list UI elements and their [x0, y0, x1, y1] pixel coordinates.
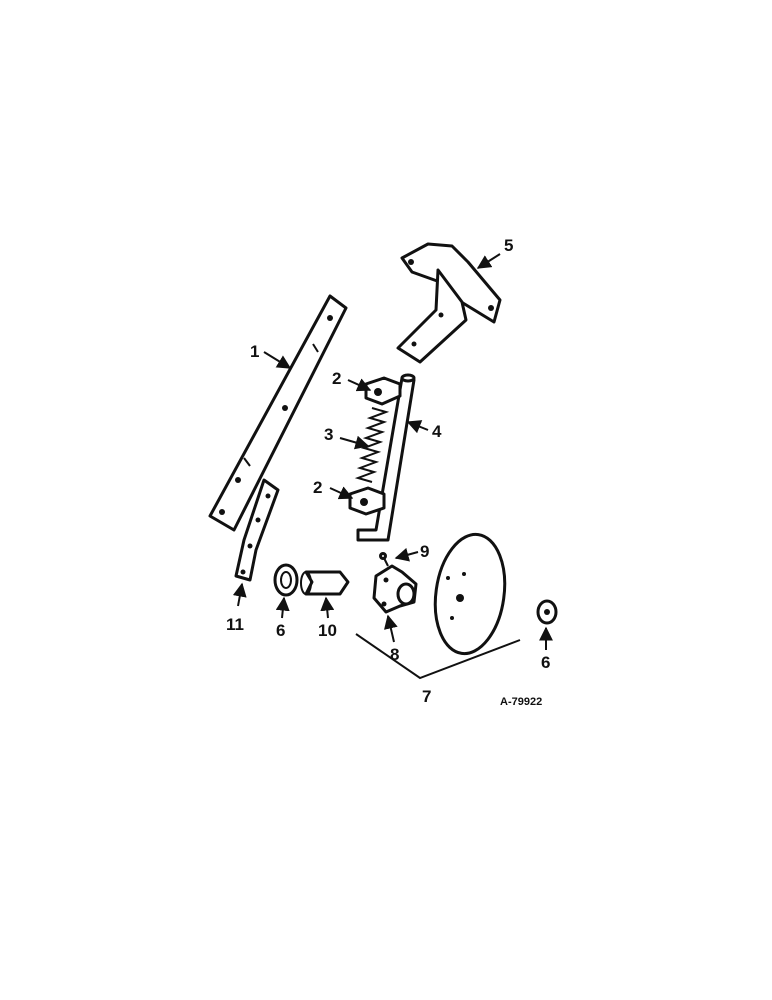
- leader-part-2-lower: [329, 486, 354, 500]
- callout-part-5: 5: [504, 236, 513, 255]
- leader-part-2-upper: [347, 378, 372, 392]
- strap-part-1: [208, 294, 348, 532]
- leader-lines: [232, 253, 553, 650]
- bracket-part-5: [396, 242, 502, 364]
- bearing-part-6-left: [273, 563, 299, 597]
- callout-part-2-lower: 2: [313, 478, 322, 497]
- spacer-part-10: [300, 570, 350, 596]
- collar-part-2-lower: [348, 486, 386, 516]
- callout-part-3: 3: [324, 425, 333, 444]
- leader-part-9: [394, 547, 419, 562]
- callout-part-7: 7: [422, 687, 431, 706]
- leader-part-4: [406, 420, 429, 434]
- callout-part-1: 1: [250, 342, 259, 361]
- leader-part-1: [263, 351, 292, 369]
- assembly-bracket-7: [355, 633, 521, 680]
- leader-part-11: [232, 582, 247, 607]
- leader-part-10: [320, 596, 335, 619]
- callout-labels: 1 2 3 2 4 5 9 11 6 10 8 7 6 A-79922: [226, 236, 550, 708]
- spring-part-3: [354, 407, 390, 483]
- leader-part-8: [384, 614, 398, 643]
- leader-part-5: [476, 253, 501, 269]
- callout-part-2-upper: 2: [332, 369, 341, 388]
- callout-part-9: 9: [420, 542, 429, 561]
- callout-part-4: 4: [432, 422, 442, 441]
- spring-rod-part-4: [356, 373, 416, 542]
- callout-part-6-left: 6: [276, 621, 285, 640]
- callout-part-8: 8: [390, 645, 399, 664]
- disc-blade: [433, 532, 507, 656]
- bearing-part-6-right: [536, 599, 558, 625]
- leader-part-3: [339, 435, 370, 450]
- hub-part-8: [372, 564, 418, 614]
- leader-part-6-left: [275, 596, 290, 619]
- bolt-part-9: [379, 552, 389, 567]
- strap-part-11: [234, 478, 280, 582]
- reference-number: A-79922: [500, 696, 542, 708]
- callout-part-11: 11: [226, 615, 244, 634]
- callout-part-10: 10: [318, 621, 337, 640]
- collar-part-2-upper: [364, 376, 402, 406]
- callout-part-6-right: 6: [541, 653, 550, 672]
